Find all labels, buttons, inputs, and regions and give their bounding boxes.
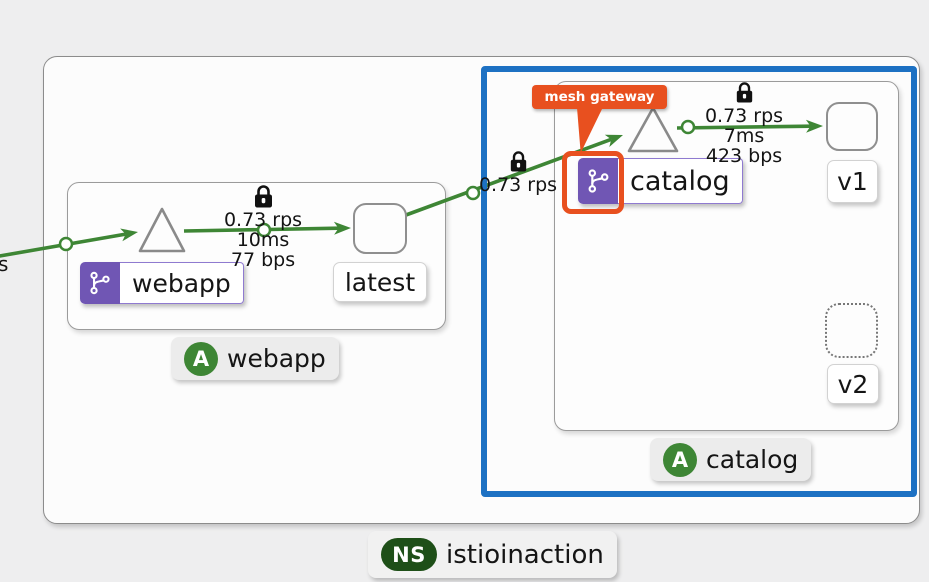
- git-branch-icon: [80, 262, 120, 304]
- edge-webapp-service-to-latest[interactable]: [183, 221, 351, 238]
- edge-catalog-service-to-v1[interactable]: [676, 119, 823, 135]
- node-label-text: catalog: [618, 158, 743, 204]
- edge-waypoint-circle: [58, 236, 74, 252]
- app-icon: A: [184, 341, 218, 376]
- app-badge-webapp[interactable]: A webapp: [171, 337, 339, 380]
- edge-label-webapp-to-latest[interactable]: 0.73 rps 10ms 77 bps: [203, 184, 323, 270]
- node-label-webapp[interactable]: webapp: [80, 262, 244, 304]
- edge-waypoint-circle: [680, 119, 696, 135]
- app-badge-catalog[interactable]: A catalog: [650, 438, 812, 481]
- edge-waypoint-circle: [256, 222, 272, 238]
- edge-label-webapp-to-catalog[interactable]: 0.73 rps: [462, 149, 574, 195]
- workload-node-v1[interactable]: [826, 102, 878, 151]
- node-label-latest[interactable]: latest: [333, 262, 427, 302]
- edge-waypoint-circle: [465, 185, 481, 201]
- node-label-v1[interactable]: v1: [827, 160, 878, 203]
- service-node-webapp[interactable]: [134, 204, 190, 257]
- namespace-badge-istioinaction[interactable]: NS istioinaction: [368, 531, 617, 578]
- edge-inbound-to-webapp-service[interactable]: [0, 228, 138, 258]
- node-label-catalog[interactable]: catalog: [578, 158, 743, 204]
- app-icon: A: [663, 442, 697, 477]
- edge-label-catalog-to-v1[interactable]: 0.73 rps 7ms 423 bps: [688, 80, 800, 166]
- node-label-v2[interactable]: v2: [827, 364, 879, 404]
- namespace-icon: NS: [381, 538, 437, 571]
- git-branch-icon: [578, 158, 618, 204]
- service-node-catalog[interactable]: [624, 103, 682, 156]
- mesh-gateway-tooltip: mesh gateway: [532, 85, 667, 109]
- node-label-text: webapp: [120, 262, 244, 304]
- clipped-edge-label: s: [0, 252, 9, 276]
- mtls-lock-icon: [736, 82, 752, 103]
- mtls-lock-icon: [510, 151, 526, 172]
- workload-node-latest[interactable]: [353, 203, 407, 254]
- workload-node-v2-idle[interactable]: [825, 303, 878, 358]
- mtls-lock-icon: [254, 185, 272, 208]
